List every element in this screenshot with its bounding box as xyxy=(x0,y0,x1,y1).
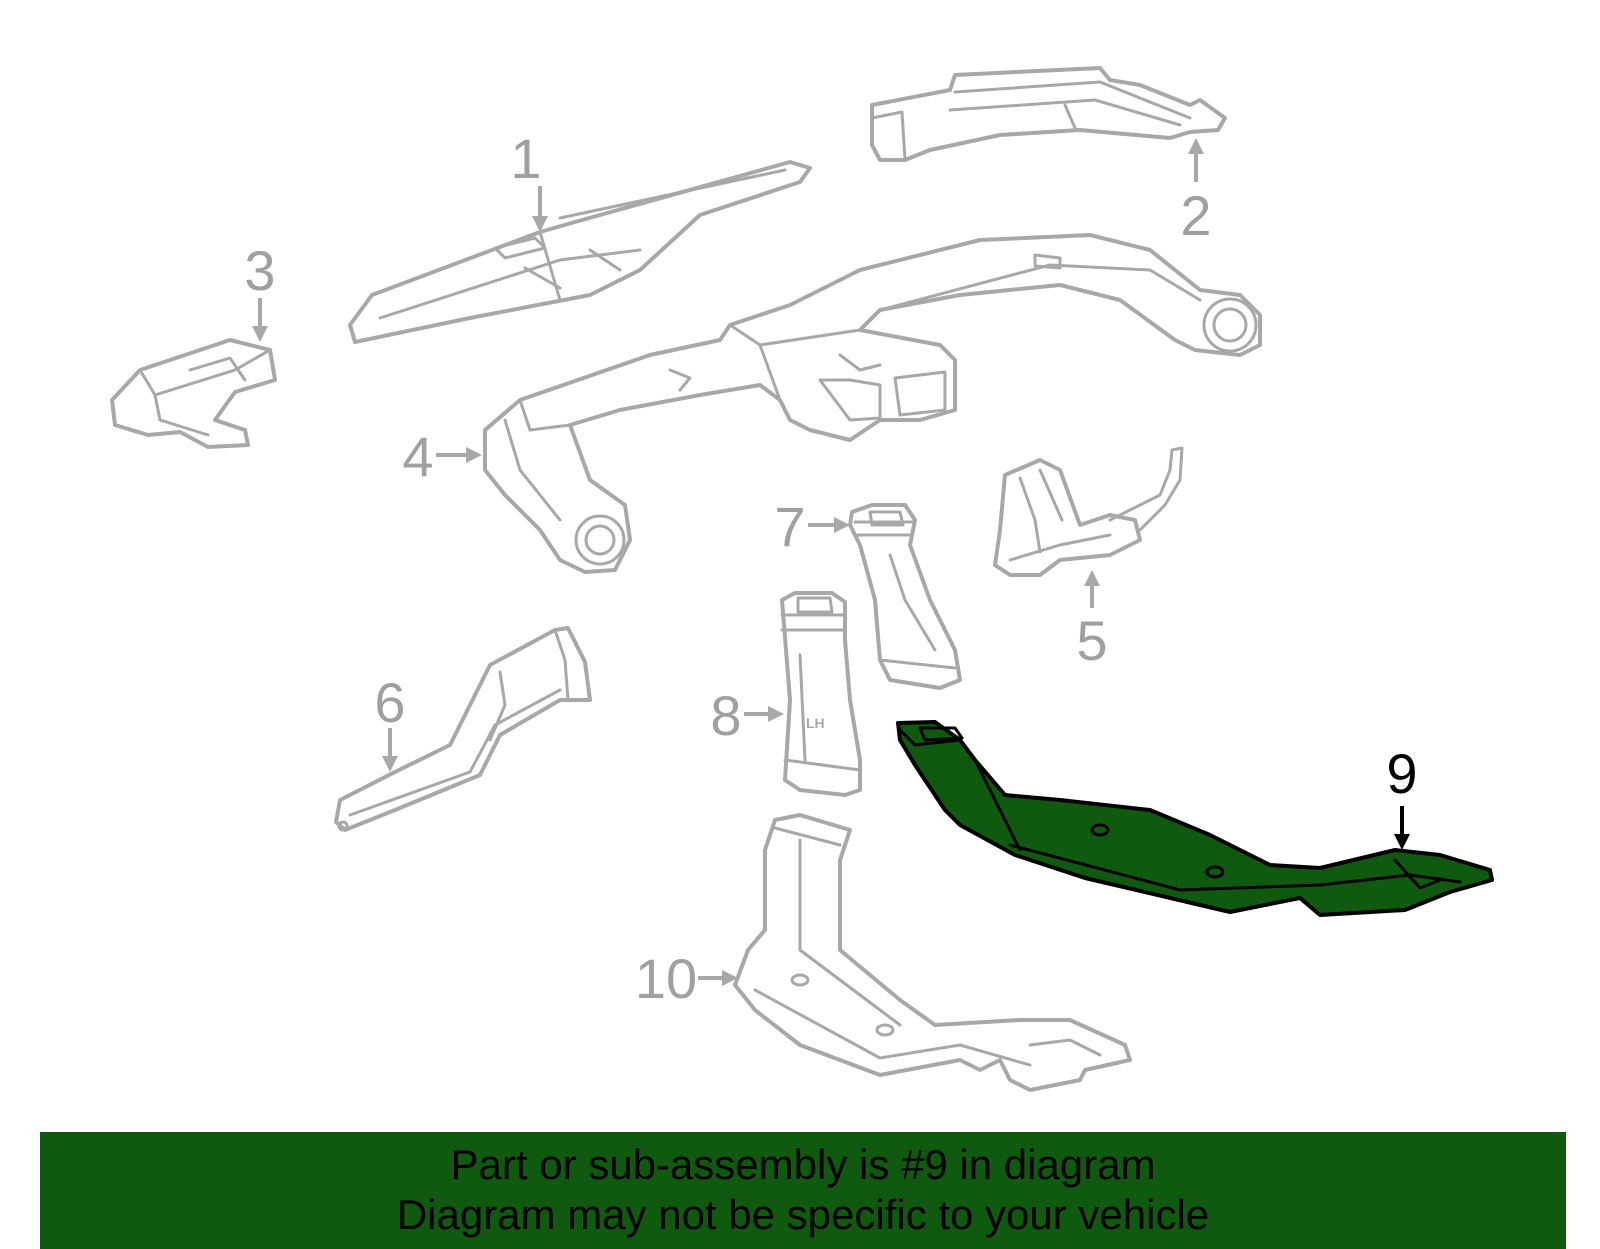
part-8-marking: LH xyxy=(806,715,825,731)
svg-text:6: 6 xyxy=(374,671,405,734)
part-3-side-outlet[interactable] xyxy=(110,338,277,449)
svg-text:4: 4 xyxy=(402,425,433,488)
part-4-main-dash-duct[interactable] xyxy=(483,233,1262,574)
svg-text:3: 3 xyxy=(244,239,275,302)
svg-text:10: 10 xyxy=(635,947,697,1010)
callout-6: 6 xyxy=(374,671,406,772)
part-6-floor-duct[interactable] xyxy=(334,626,592,832)
callout-8: 8 xyxy=(710,684,784,747)
callout-3: 3 xyxy=(244,239,276,342)
callout-2: 2 xyxy=(1180,138,1212,247)
callout-5: 5 xyxy=(1076,570,1108,672)
part-7-rear-duct[interactable] xyxy=(848,503,962,690)
svg-text:5: 5 xyxy=(1076,609,1107,672)
parts-diagram: LH 1 2 3 4 xyxy=(110,66,1494,1092)
svg-text:8: 8 xyxy=(710,684,741,747)
part-8-rear-duct-lh[interactable]: LH xyxy=(780,591,862,797)
part-1-defroster-duct[interactable] xyxy=(348,160,812,344)
banner-line-2: Diagram may not be specific to your vehi… xyxy=(396,1191,1210,1238)
info-banner: Part or sub-assembly is #9 in diagram Di… xyxy=(40,1132,1566,1249)
callout-1: 1 xyxy=(510,127,548,232)
part-9-floor-duct-highlighted[interactable] xyxy=(896,720,1494,917)
part-5-side-duct[interactable] xyxy=(993,446,1184,577)
banner-line-1: Part or sub-assembly is #9 in diagram xyxy=(450,1141,1156,1188)
svg-text:1: 1 xyxy=(510,127,541,190)
callout-10: 10 xyxy=(635,947,738,1010)
part-10-floor-duct[interactable] xyxy=(733,813,1132,1092)
svg-text:9: 9 xyxy=(1386,742,1417,805)
callout-7: 7 xyxy=(774,495,850,558)
callout-4: 4 xyxy=(402,425,482,488)
part-2-side-duct[interactable] xyxy=(870,66,1227,162)
svg-text:7: 7 xyxy=(774,495,805,558)
callout-9: 9 xyxy=(1386,742,1418,850)
svg-text:2: 2 xyxy=(1180,184,1211,247)
